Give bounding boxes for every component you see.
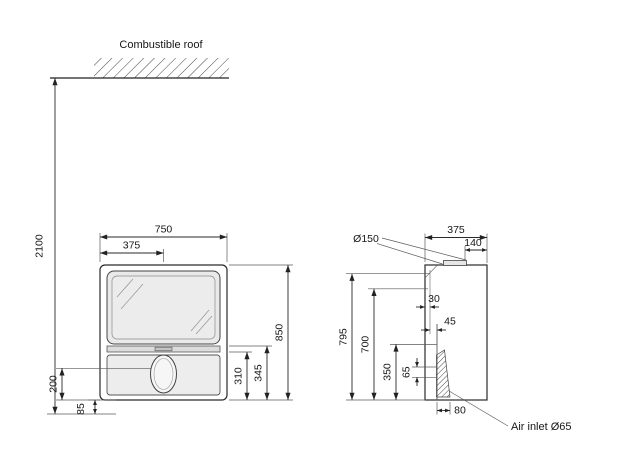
front-dimensions: 750 375 850 345 310 200 85 — [48, 224, 293, 415]
dim-2100-label: 2100 — [34, 234, 46, 258]
dim-375-front-label: 375 — [123, 240, 141, 252]
dim-345-label: 345 — [253, 364, 265, 382]
dim-85-label: 85 — [75, 403, 87, 415]
flue-leader-2 — [381, 237, 467, 261]
top-front-chamfer — [424, 265, 438, 279]
stove-side-body — [424, 264, 488, 401]
dim-140-label: 140 — [464, 237, 482, 249]
dim-65-label: 65 — [401, 366, 413, 378]
roof-clearance: Combustible roof 2100 — [34, 39, 229, 415]
air-inlet-label: Air inlet Ø65 — [511, 421, 572, 433]
dim-30-label: 30 — [428, 293, 440, 305]
flue-diameter-label: Ø150 — [353, 233, 379, 245]
dim-350-label: 350 — [382, 363, 394, 381]
door-handle-oval — [150, 354, 177, 394]
side-dimensions: 375 140 Ø150 795 700 350 65 30 45 80 — [338, 224, 572, 433]
air-inlet-leader — [448, 390, 509, 427]
glass-pane — [111, 275, 216, 340]
roof-hatch — [94, 58, 229, 78]
flue-leader-1 — [376, 243, 443, 265]
flue-collar — [443, 260, 467, 266]
side-view — [424, 260, 488, 401]
dim-375-side-label: 375 — [447, 224, 465, 236]
glass-reflection-lines — [116, 278, 213, 335]
stove-front-body — [99, 264, 228, 401]
dim-310-label: 310 — [233, 367, 245, 385]
control-handle — [154, 346, 173, 352]
combustible-roof-label: Combustible roof — [119, 39, 203, 51]
dim-80-label: 80 — [454, 405, 466, 417]
dim-850-label: 850 — [274, 324, 286, 342]
dim-750-label: 750 — [155, 224, 173, 236]
dim-200-label: 200 — [48, 375, 60, 393]
dim-795-label: 795 — [338, 328, 350, 346]
front-view — [99, 264, 228, 401]
air-inlet-hatch — [436, 349, 451, 398]
door-handle-oval-inner — [153, 358, 174, 390]
dim-700-label: 700 — [360, 336, 372, 354]
dim-45-label: 45 — [444, 316, 456, 328]
